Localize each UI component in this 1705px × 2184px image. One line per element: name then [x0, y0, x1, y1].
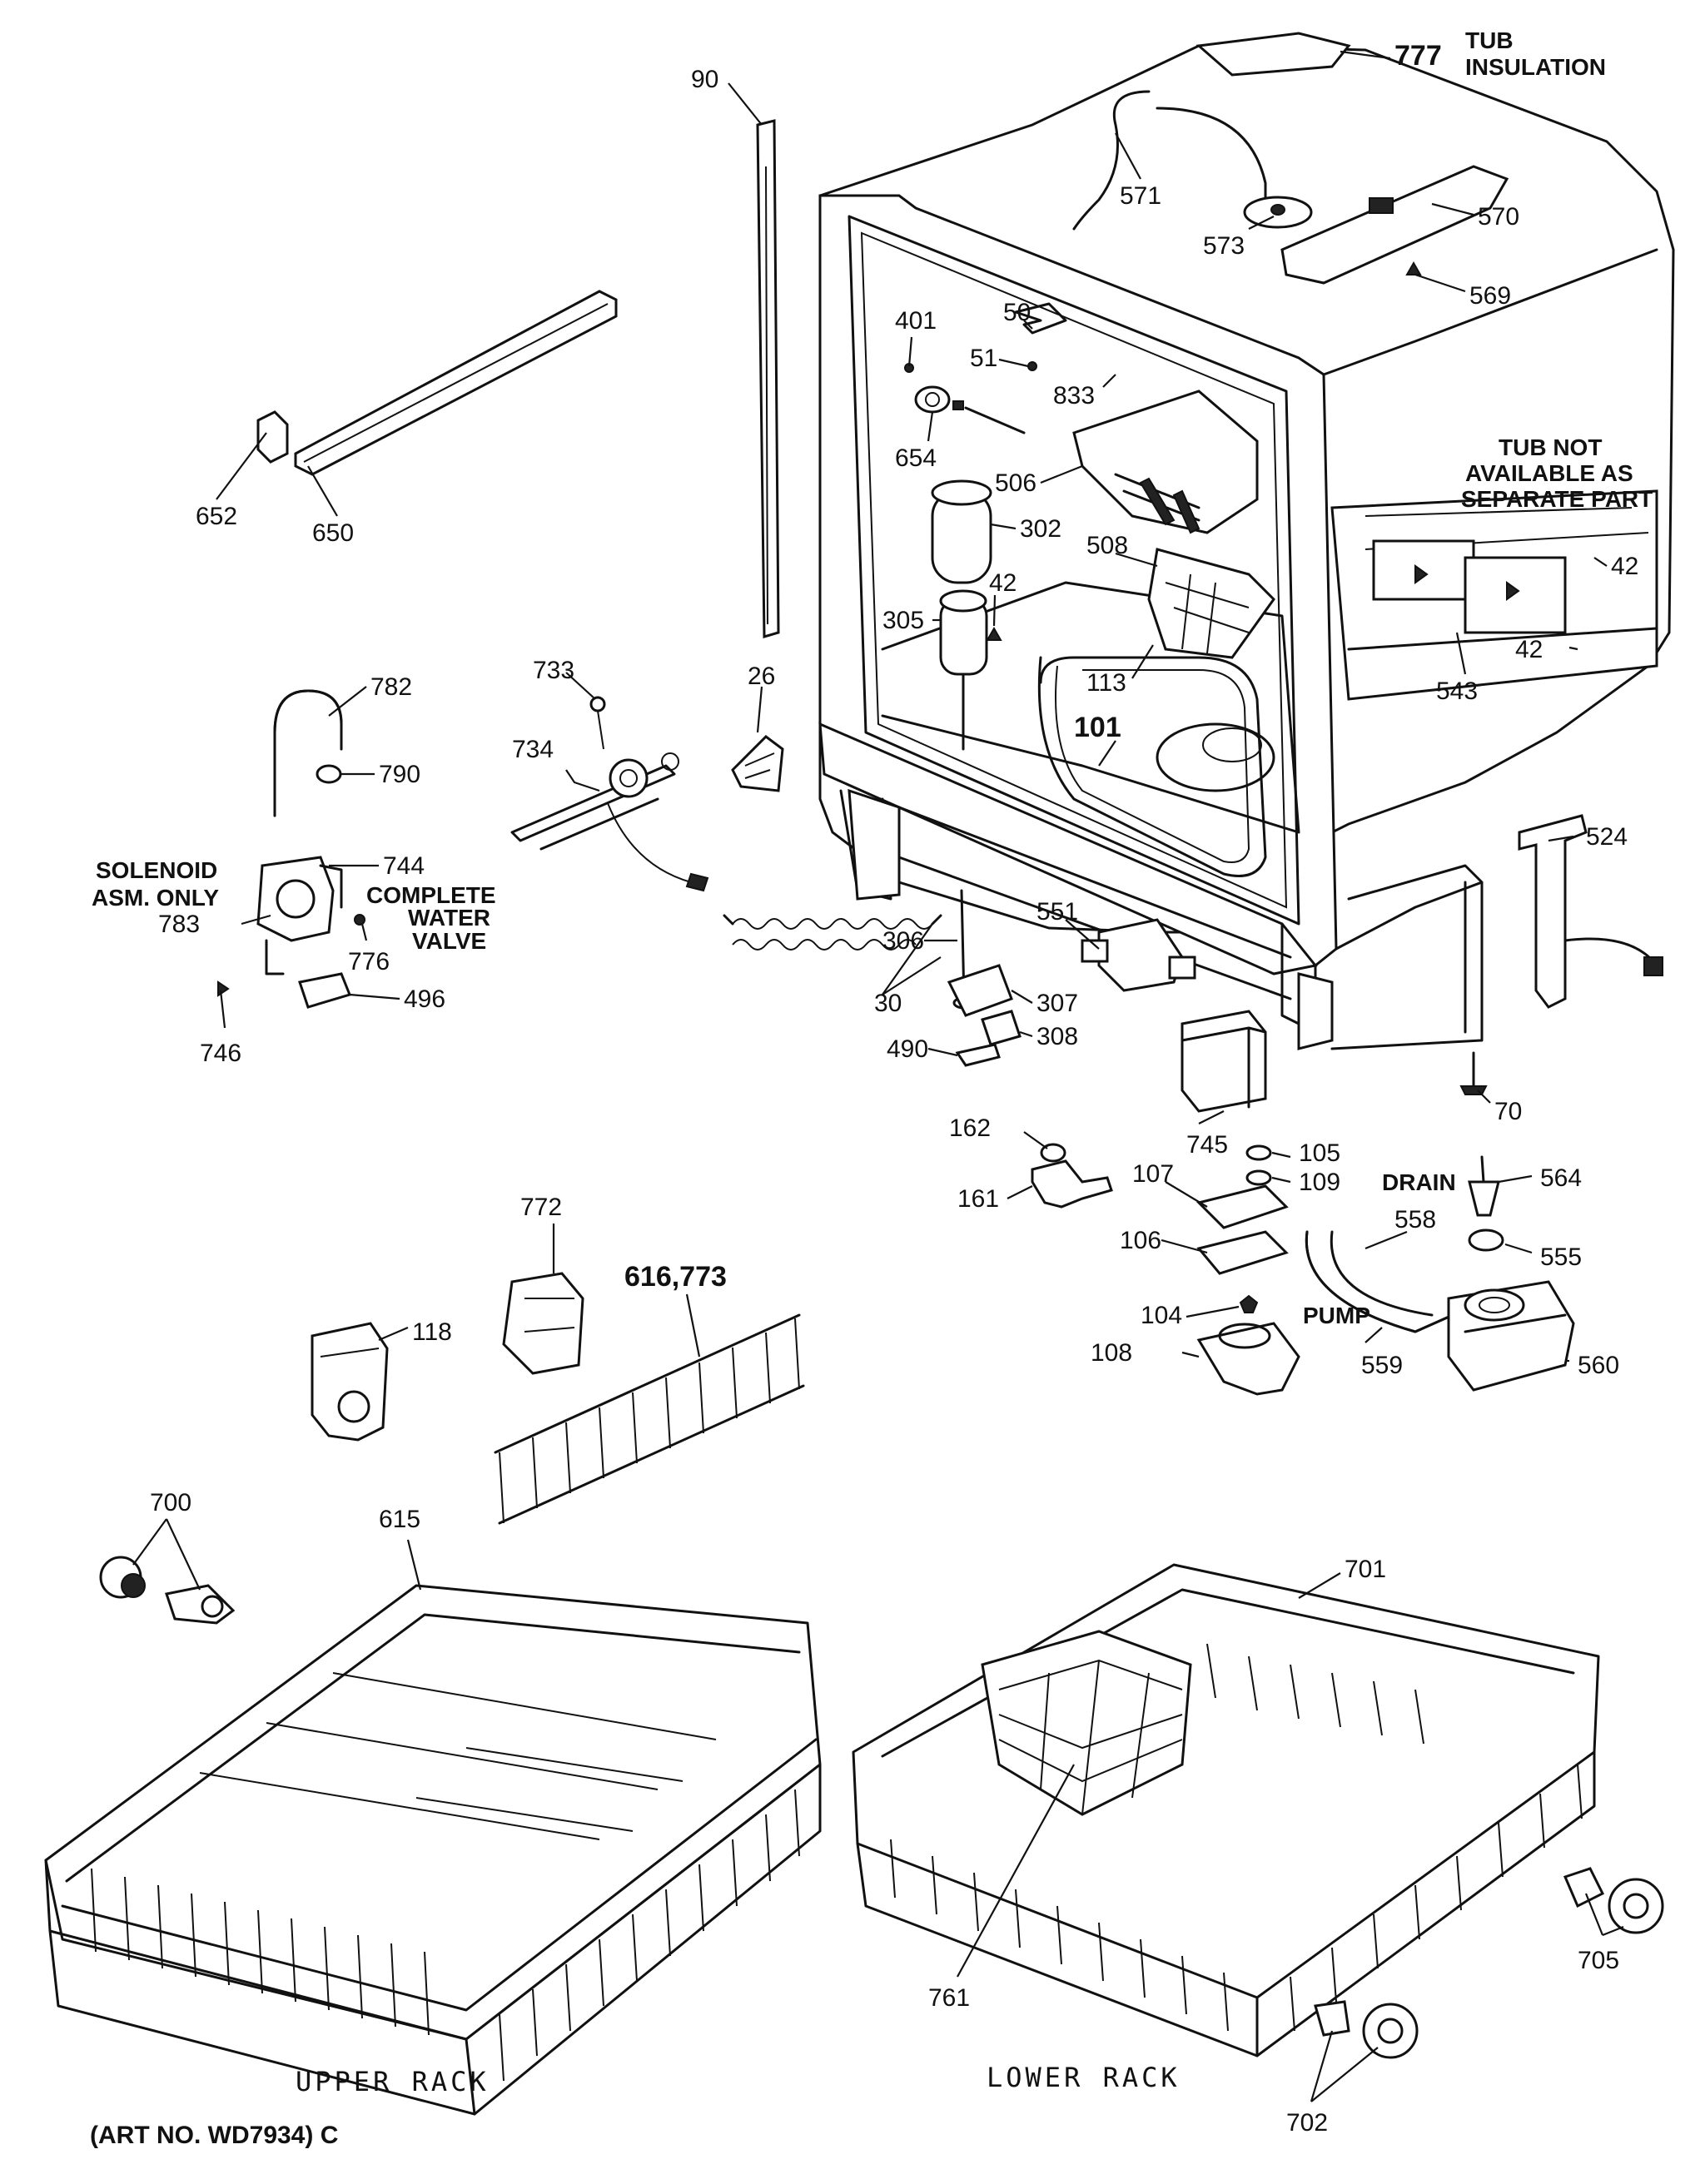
pump-parts-104-109 — [1196, 1144, 1300, 1396]
label-42a: 42 — [989, 569, 1017, 597]
label-496: 496 — [404, 985, 445, 1013]
water-valve — [217, 856, 365, 1009]
label-733: 733 — [533, 657, 574, 684]
label-700: 700 — [150, 1489, 191, 1516]
label-833: 833 — [1053, 382, 1095, 410]
label-30: 30 — [874, 990, 902, 1017]
label-drain: DRAIN — [1382, 1169, 1456, 1195]
door-seal-strip — [756, 119, 780, 638]
label-401: 401 — [895, 307, 937, 335]
label-302: 302 — [1020, 515, 1061, 543]
label-652: 652 — [196, 503, 237, 530]
label-105: 105 — [1299, 1139, 1340, 1167]
label-tub-insulation-2: INSULATION — [1465, 54, 1606, 80]
label-162: 162 — [949, 1114, 991, 1142]
label-101: 101 — [1074, 712, 1121, 743]
label-108: 108 — [1091, 1339, 1132, 1367]
label-308: 308 — [1036, 1023, 1078, 1050]
label-783: 783 — [158, 911, 200, 938]
label-42b: 42 — [1611, 553, 1638, 580]
label-772: 772 — [520, 1194, 562, 1221]
lower-rack-caption: LOWER RACK — [987, 2062, 1181, 2093]
label-42c: 42 — [1515, 636, 1543, 663]
label-573: 573 — [1203, 232, 1245, 260]
label-790: 790 — [379, 761, 420, 788]
label-570: 570 — [1478, 203, 1519, 231]
label-508: 508 — [1086, 532, 1128, 559]
lower-rack — [852, 1563, 1600, 2057]
roller-702 — [1314, 2000, 1419, 2059]
leader-lines — [132, 50, 1624, 2102]
label-702: 702 — [1286, 2109, 1328, 2137]
tine-row-616-773 — [494, 1313, 805, 1525]
label-524: 524 — [1586, 823, 1628, 851]
label-pump: PUMP — [1303, 1303, 1370, 1328]
label-tub-note-2: AVAILABLE AS — [1465, 460, 1633, 486]
part-labels: 777 TUB INSULATION 90 571 573 570 569 50… — [92, 27, 1653, 2137]
label-776: 776 — [348, 948, 390, 975]
label-777: 777 — [1394, 40, 1442, 72]
bracket-772 — [502, 1272, 584, 1375]
label-569: 569 — [1469, 282, 1511, 310]
label-26: 26 — [748, 663, 775, 690]
tub-assembly — [723, 32, 1675, 1113]
label-650: 650 — [312, 519, 354, 547]
label-complete-1: COMPLETE — [366, 882, 496, 908]
label-705: 705 — [1578, 1947, 1619, 1974]
label-506: 506 — [995, 469, 1036, 497]
label-701: 701 — [1345, 1556, 1386, 1583]
label-654: 654 — [895, 444, 937, 472]
label-616-773: 616,773 — [624, 1261, 727, 1293]
rack-clip-118 — [311, 1322, 389, 1442]
upper-rack — [44, 1584, 822, 2116]
label-305: 305 — [882, 607, 924, 634]
label-571: 571 — [1120, 182, 1161, 210]
hose-782 — [273, 689, 343, 817]
label-558: 558 — [1394, 1206, 1436, 1233]
label-118: 118 — [412, 1318, 452, 1346]
label-50: 50 — [1003, 299, 1031, 326]
label-90: 90 — [691, 66, 718, 93]
label-745: 745 — [1186, 1131, 1228, 1159]
label-solenoid-1: SOLENOID — [96, 857, 217, 883]
label-782: 782 — [370, 673, 412, 701]
label-70: 70 — [1494, 1098, 1522, 1125]
label-complete-3: VALVE — [412, 928, 486, 954]
label-tub-note-1: TUB NOT — [1499, 434, 1602, 460]
label-543: 543 — [1436, 678, 1478, 705]
label-490: 490 — [887, 1035, 928, 1063]
label-solenoid-2: ASM. ONLY — [92, 885, 219, 911]
label-161: 161 — [957, 1185, 999, 1213]
label-104: 104 — [1141, 1302, 1182, 1329]
pump-parts-161-162 — [1031, 1143, 1113, 1209]
label-109: 109 — [1299, 1169, 1340, 1196]
roller-705 — [1563, 1867, 1664, 1934]
label-555: 555 — [1540, 1243, 1582, 1271]
pump-drain-assembly — [1305, 1155, 1575, 1392]
rack-rail-650 — [256, 290, 618, 476]
label-307: 307 — [1036, 990, 1078, 1017]
label-tub-insulation-1: TUB — [1465, 27, 1514, 53]
label-564: 564 — [1540, 1164, 1582, 1192]
label-551: 551 — [1036, 898, 1078, 926]
label-107: 107 — [1132, 1160, 1174, 1188]
label-306: 306 — [882, 927, 924, 955]
roller-700 — [99, 1556, 236, 1625]
label-559: 559 — [1361, 1352, 1403, 1379]
label-complete-2: WATER — [408, 905, 490, 931]
label-106: 106 — [1120, 1227, 1161, 1254]
art-number: (ART NO. WD7934) C — [90, 2122, 338, 2149]
label-744: 744 — [383, 852, 425, 880]
label-615: 615 — [379, 1506, 420, 1533]
label-734: 734 — [512, 736, 554, 763]
label-tub-note-3: SEPARATE PART — [1461, 486, 1653, 512]
label-761: 761 — [928, 1984, 970, 2012]
door-switch-734 — [510, 696, 709, 892]
label-560: 560 — [1578, 1352, 1619, 1379]
label-746: 746 — [200, 1040, 241, 1067]
label-113: 113 — [1086, 669, 1126, 697]
label-51: 51 — [970, 345, 997, 372]
upper-rack-caption: UPPER RACK — [296, 2066, 490, 2097]
